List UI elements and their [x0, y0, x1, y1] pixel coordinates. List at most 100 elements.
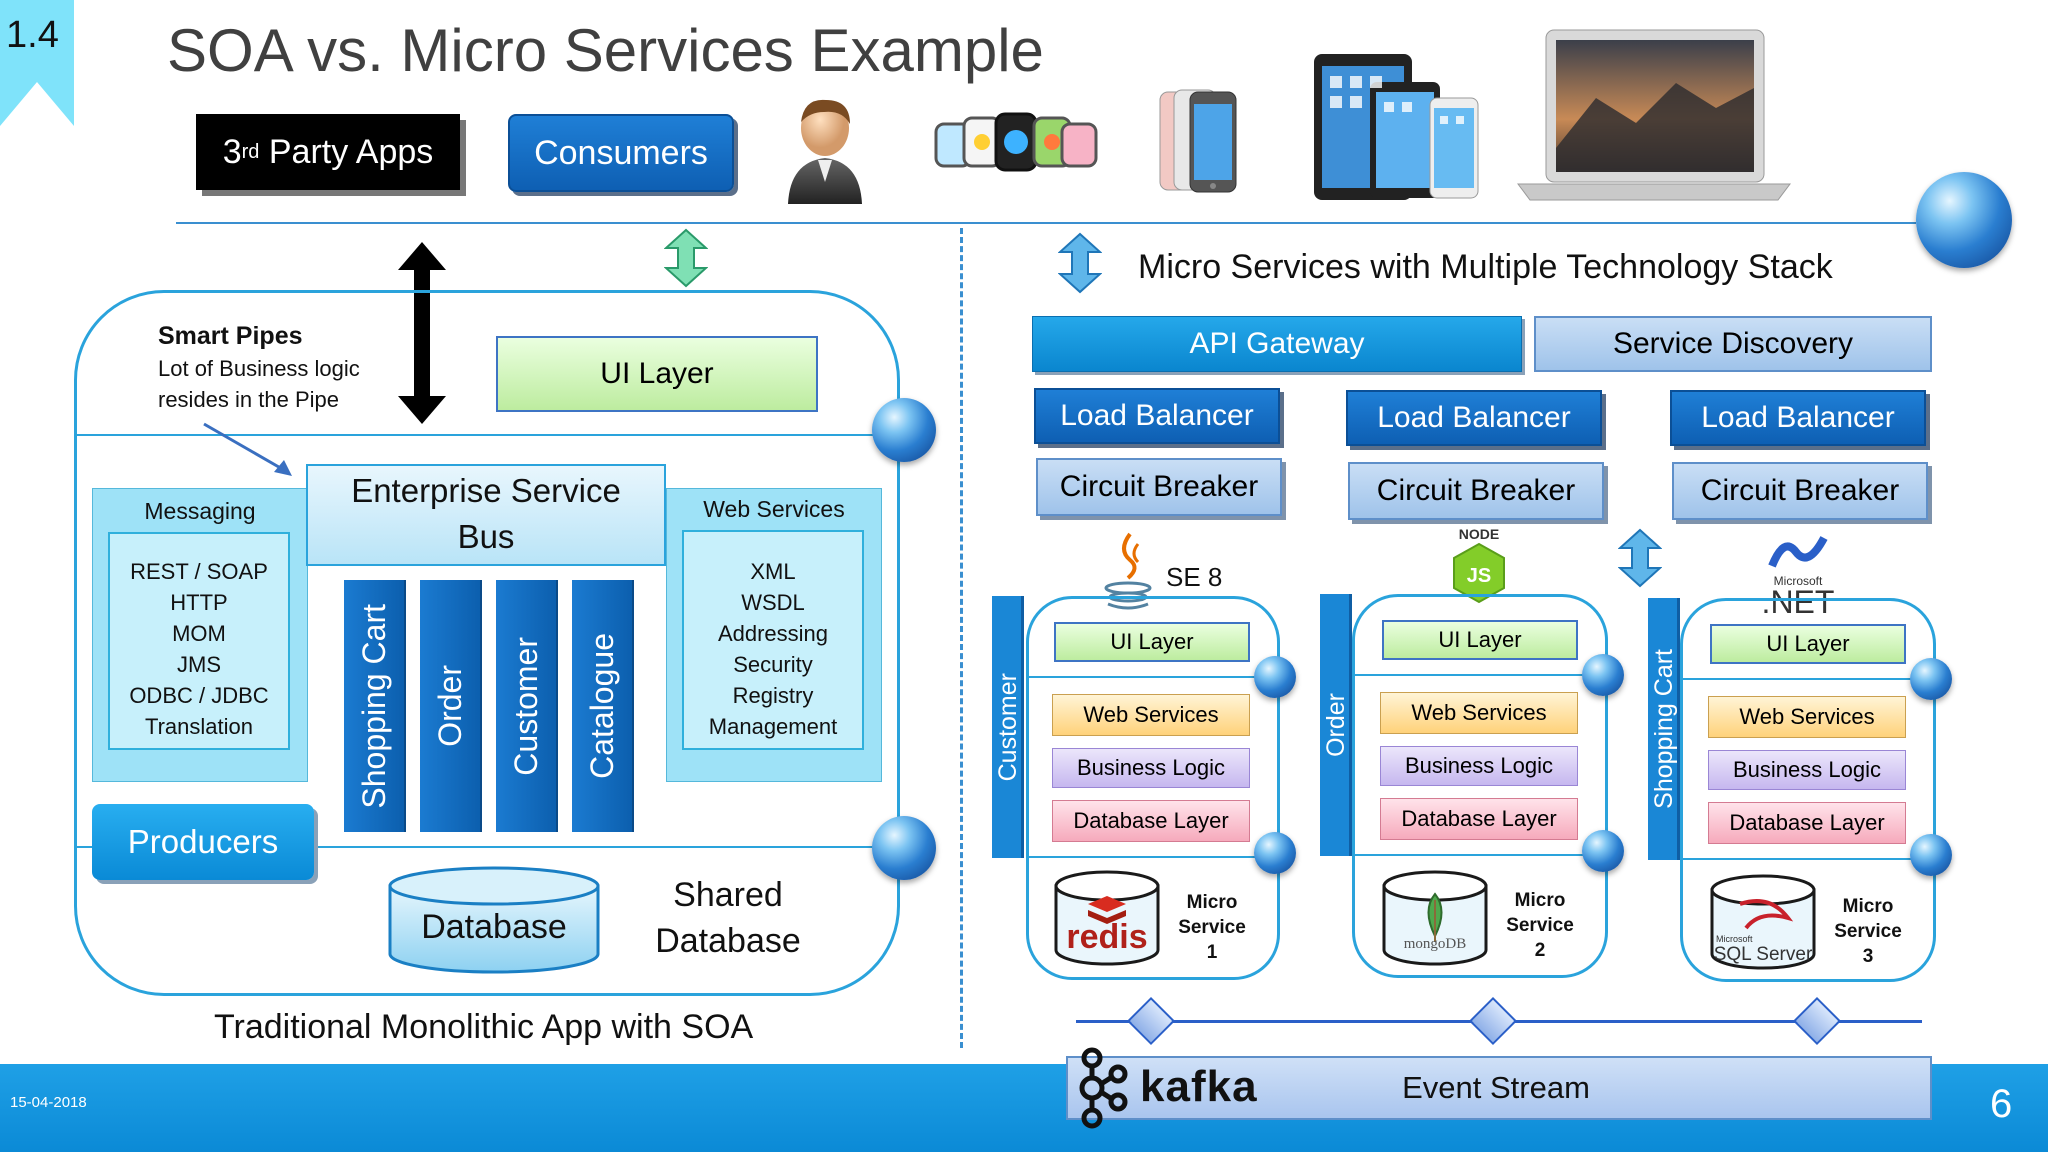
- web-services-item: XML: [750, 559, 796, 584]
- sqlserver-vendor-text: Microsoft: [1716, 934, 1753, 944]
- ms1-business-logic: Business Logic: [1052, 748, 1250, 788]
- consumers-box: Consumers: [508, 114, 734, 192]
- ms3-name-line2: Service: [1834, 921, 1902, 942]
- producers-box: Producers: [92, 804, 314, 880]
- service-bar-shopping-cart: Shopping Cart: [344, 580, 406, 832]
- ms1-side-label: Customer: [993, 672, 1022, 782]
- ms3-separator-1: [1680, 678, 1936, 680]
- esb-label-line1: Enterprise Service: [351, 472, 621, 509]
- messaging-list: [108, 532, 290, 750]
- kafka-logo-icon: [1079, 1047, 1128, 1129]
- service-bar-label: Shopping Cart: [355, 603, 392, 809]
- event-stream-bar: [1066, 1056, 1932, 1120]
- section-tab-notch: [0, 82, 74, 126]
- messaging-title: Messaging: [144, 498, 256, 524]
- ms3-number: 3: [1862, 946, 1874, 967]
- messaging-item: REST / SOAP: [130, 559, 268, 584]
- section-number: 1.4: [6, 14, 59, 56]
- ms3-database-layer: Database Layer: [1708, 802, 1906, 844]
- ms3-business-logic: Business Logic: [1708, 750, 1906, 790]
- db-cylinder-icon: [1382, 870, 1488, 966]
- soa-caption: Traditional Monolithic App with SOA: [214, 1008, 754, 1046]
- ms2-separator-2: [1352, 854, 1608, 856]
- node-logo-text: NODE: [1458, 526, 1500, 542]
- load-balancer-3: Load Balancer: [1670, 390, 1926, 446]
- database-label: Database: [421, 908, 567, 946]
- sqlserver-logo-text: SQL Server: [1713, 944, 1813, 965]
- load-balancer-2: Load Balancer: [1346, 390, 1602, 446]
- vertical-divider: [960, 228, 963, 1048]
- ms2-ui-layer: UI Layer: [1382, 620, 1578, 660]
- esb-box: [306, 464, 666, 566]
- page-title: SOA vs. Micro Services Example: [167, 17, 1044, 84]
- ms1-name-line1: Micro: [1186, 892, 1238, 913]
- smartwatches-icon: [934, 112, 1098, 172]
- ms2-side-bar: [1320, 594, 1352, 856]
- shared-database-line1: Shared: [673, 876, 783, 914]
- smart-pipes-desc-line1: Lot of Business logic: [158, 356, 360, 381]
- dotnet-vendor-text: Microsoft: [1773, 574, 1823, 588]
- ms2-separator-1: [1352, 674, 1608, 676]
- page-number: 6: [1990, 1082, 2013, 1126]
- svg-text:JS: JS: [1467, 565, 1491, 587]
- ms3-side-bar: [1648, 598, 1680, 860]
- dotnet-logo-icon: [1768, 536, 1828, 568]
- blue-double-arrow-icon: [1618, 528, 1662, 588]
- ms2-number: 2: [1534, 940, 1546, 961]
- ms3-name-line1: Micro: [1842, 896, 1894, 917]
- ms1-ui-layer: UI Layer: [1054, 622, 1250, 662]
- circuit-breaker-3: Circuit Breaker: [1672, 462, 1928, 520]
- web-services-item: Registry: [732, 683, 814, 708]
- service-discovery-box: Service Discovery: [1534, 316, 1932, 372]
- ms2-name-line1: Micro: [1514, 890, 1566, 911]
- java-version-label: SE 8: [1166, 562, 1223, 592]
- service-bar-order: Order: [420, 580, 482, 832]
- blue-double-arrow-icon: [1058, 232, 1102, 294]
- globe-icon: [1916, 172, 2012, 268]
- ms-heading: Micro Services with Multiple Technology …: [1138, 248, 1833, 286]
- ms2-side-label-wrap: Order: [1320, 594, 1352, 856]
- shared-database-line2: Database: [655, 922, 801, 960]
- globe-icon: [1582, 654, 1624, 696]
- ms1-side-label-wrap: Customer: [992, 596, 1024, 858]
- globe-icon: [872, 816, 936, 880]
- service-bar-label: Catalogue: [583, 633, 620, 779]
- mongodb-logo-text: mongoDB: [1403, 936, 1467, 952]
- double-arrow-icon: [398, 242, 446, 424]
- globe-icon: [1910, 834, 1952, 876]
- soa-separator-bottom: [76, 846, 900, 848]
- web-services-list: [682, 530, 864, 750]
- micro-service-3-container: [1680, 598, 1936, 982]
- ms3-ui-layer: UI Layer: [1710, 624, 1906, 664]
- soa-container: [74, 290, 900, 996]
- ms1-web-services: Web Services: [1052, 694, 1250, 736]
- messaging-item: ODBC / JDBC: [129, 683, 269, 708]
- ms2-web-services: Web Services: [1380, 692, 1578, 734]
- messaging-item: JMS: [177, 652, 221, 677]
- soa-ui-layer: UI Layer: [496, 336, 818, 412]
- top-divider: [176, 222, 1916, 224]
- globe-icon: [1254, 656, 1296, 698]
- user-icon: [788, 99, 862, 204]
- ms2-side-label: Order: [1321, 693, 1350, 757]
- web-services-item: Security: [733, 652, 813, 677]
- dotnet-logo-text: .NET: [1761, 584, 1835, 620]
- web-services-title: Web Services: [703, 496, 845, 522]
- smart-pipes-title: Smart Pipes: [158, 322, 303, 350]
- messaging-items: REST / SOAP HTTP MOM JMS ODBC / JDBC Tra…: [108, 556, 290, 742]
- micro-service-2-container: [1352, 594, 1608, 978]
- service-bar-label: Order: [431, 665, 468, 747]
- pointer-arrow: [203, 422, 292, 476]
- api-gateway-box: API Gateway: [1032, 316, 1522, 372]
- messaging-item: MOM: [172, 621, 226, 646]
- service-bar-customer: Customer: [496, 580, 558, 832]
- web-services-item: Addressing: [717, 621, 829, 646]
- java-logo-icon: [1104, 532, 1152, 610]
- service-bar-catalogue: Catalogue: [572, 580, 634, 832]
- globe-icon: [872, 398, 936, 462]
- ms3-side-label-wrap: Shopping Cart: [1648, 598, 1680, 860]
- ms1-separator-1: [1026, 676, 1280, 678]
- green-double-arrow-icon: [664, 228, 708, 288]
- database-icon: [388, 866, 600, 974]
